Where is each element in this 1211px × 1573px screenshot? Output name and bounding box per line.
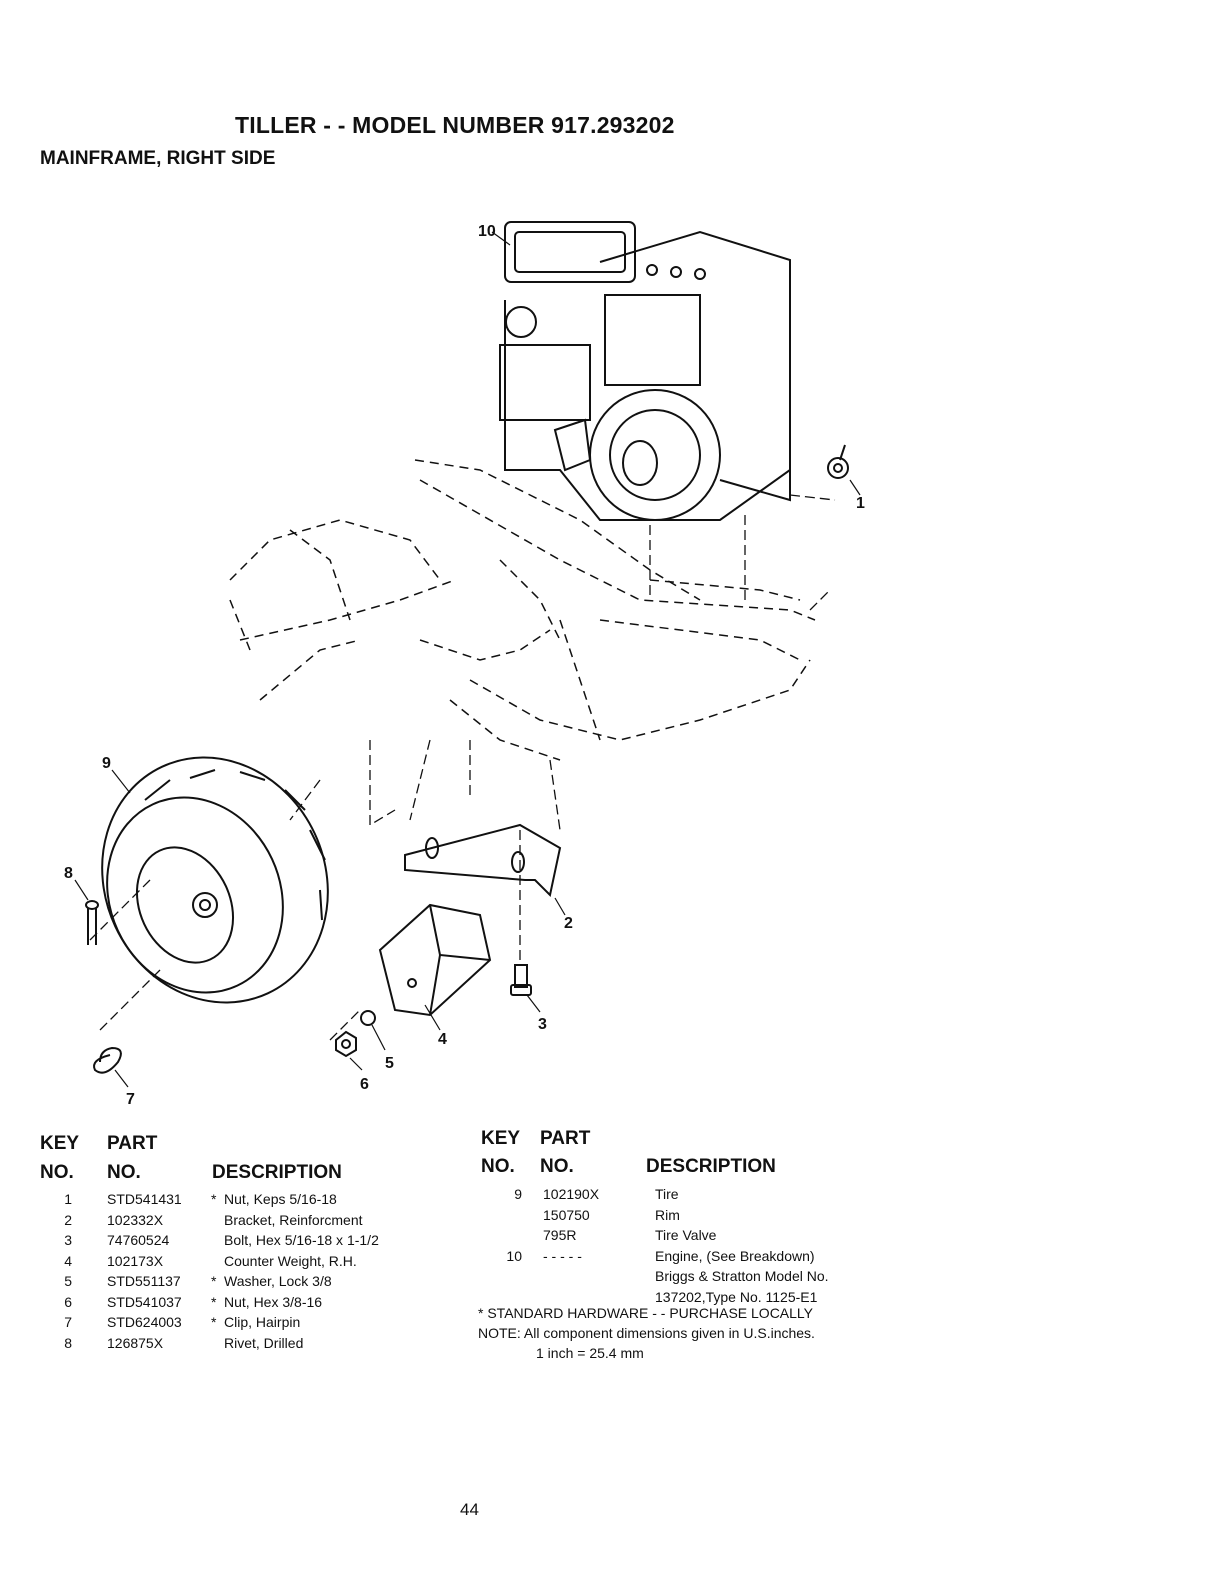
left-header-description: DESCRIPTION — [212, 1162, 342, 1183]
frame-outline — [229, 459, 816, 761]
bracket-illustration — [404, 823, 562, 898]
callout-7: 7 — [126, 1091, 135, 1108]
conversion-note: 1 inch = 25.4 mm — [536, 1345, 644, 1361]
table-row: 137202,Type No. 1125-E1 — [655, 1288, 818, 1305]
callout-4: 4 — [438, 1031, 447, 1048]
section-subtitle: MAINFRAME, RIGHT SIDE — [40, 148, 276, 169]
callout-8: 8 — [64, 865, 73, 882]
right-header-description: DESCRIPTION — [646, 1156, 776, 1177]
right-header-key: KEY — [481, 1128, 521, 1149]
rivet-illustration — [85, 900, 99, 945]
engine-illustration — [499, 221, 791, 521]
nut-keps-illustration — [827, 444, 849, 479]
right-header-no: NO. — [481, 1156, 515, 1177]
dimension-note: NOTE: All component dimensions given in … — [478, 1323, 815, 1343]
callout-3: 3 — [538, 1016, 547, 1033]
table-row: 10- - - - -Engine, (See Breakdown) — [506, 1247, 815, 1264]
note-text: All component dimensions given in U.S.in… — [523, 1325, 815, 1341]
exploded-parts-diagram: 1 2 3 4 5 6 7 8 9 10 — [64, 221, 865, 1108]
standard-hardware-note: * STANDARD HARDWARE - - PURCHASE LOCALLY — [478, 1305, 814, 1321]
counter-weight-illustration — [378, 903, 492, 1017]
notes-block: * STANDARD HARDWARE - - PURCHASE LOCALLY… — [478, 1303, 815, 1363]
nut-hex-illustration — [335, 1030, 357, 1058]
left-header-key: KEY — [40, 1133, 80, 1154]
callout-9: 9 — [102, 755, 111, 772]
washer-illustration — [360, 1010, 376, 1026]
left-header-part: PART — [107, 1133, 158, 1154]
hairpin-clip-illustration — [93, 1046, 122, 1074]
bolt-illustration — [510, 964, 532, 996]
callout-5: 5 — [385, 1055, 394, 1072]
page-title: TILLER - - MODEL NUMBER 917.293202 — [235, 112, 675, 138]
callout-10: 10 — [478, 223, 496, 240]
callout-1: 1 — [856, 495, 865, 512]
callout-6: 6 — [360, 1076, 369, 1093]
left-header-part-no: NO. — [107, 1162, 141, 1183]
left-header-no: NO. — [40, 1162, 74, 1183]
wheel-illustration — [101, 756, 329, 1004]
page-number: 44 — [460, 1500, 479, 1519]
table-row: Briggs & Stratton Model No. — [655, 1268, 829, 1284]
right-header-part-no: NO. — [540, 1156, 574, 1177]
note-label: NOTE: — [478, 1325, 521, 1341]
callout-2: 2 — [564, 915, 573, 932]
right-header-part: PART — [540, 1128, 591, 1149]
leader-lines — [89, 494, 836, 1041]
